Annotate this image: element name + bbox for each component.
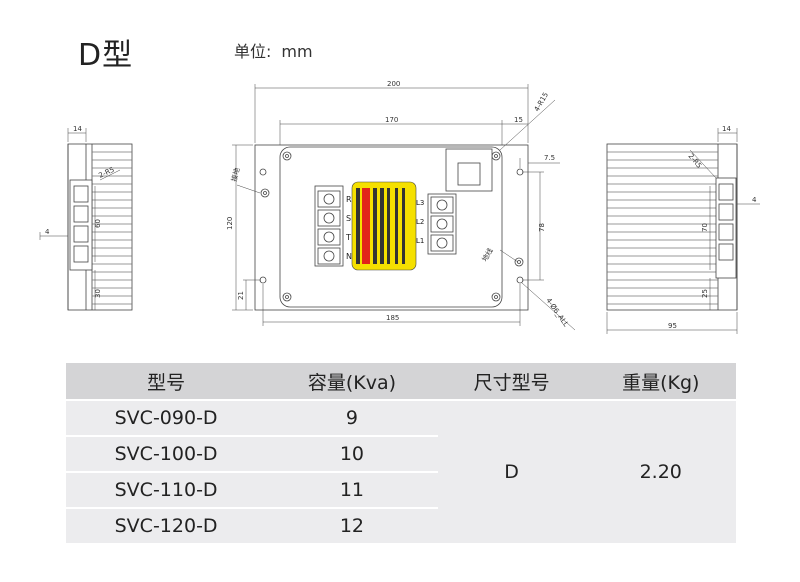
spec-table: 型号 容量(Kva) 尺寸型号 重量(Kg) SVC-090-D 9 D 2.2… xyxy=(66,361,736,545)
ground-label-1: 接地 xyxy=(229,167,241,183)
dim-4-holes: 4-Ø6_ALL xyxy=(544,297,570,329)
cell-model: SVC-120-D xyxy=(66,509,267,543)
dim-200: 200 xyxy=(387,80,400,88)
page-title: D型 xyxy=(78,38,134,73)
cell-capacity: 10 xyxy=(266,437,438,471)
dim-4r15: 4-R15 xyxy=(533,91,550,113)
dim-21: 21 xyxy=(237,291,245,300)
header-weight: 重量(Kg) xyxy=(585,363,736,399)
dim-left-4: 4 xyxy=(45,228,50,236)
dim-left-30: 30 xyxy=(94,289,102,298)
dim-right-14: 14 xyxy=(722,125,731,133)
output-label-l2: L2 xyxy=(416,218,424,226)
cell-capacity: 11 xyxy=(266,473,438,507)
dim-right-25: 25 xyxy=(701,289,709,298)
cell-capacity: 9 xyxy=(266,401,438,435)
dim-15: 15 xyxy=(514,116,523,124)
cell-model: SVC-100-D xyxy=(66,437,267,471)
warning-label xyxy=(351,181,417,271)
cell-model: SVC-110-D xyxy=(66,473,267,507)
terminal-label-s: S xyxy=(346,214,351,223)
table-row: SVC-100-D 10 xyxy=(66,437,736,471)
table-row: SVC-110-D 11 xyxy=(66,473,736,507)
dim-78: 78 xyxy=(538,223,546,232)
right-side-view xyxy=(606,128,760,334)
dim-right-95: 95 xyxy=(668,322,677,330)
header-capacity: 容量(Kva) xyxy=(266,363,438,399)
terminal-label-r: R xyxy=(346,195,352,204)
dim-right-4: 4 xyxy=(752,196,757,204)
header-model: 型号 xyxy=(66,363,267,399)
terminal-label-n: N xyxy=(346,252,352,261)
terminal-label-t: T xyxy=(345,233,351,242)
technical-drawing: R S T N L3 L2 L1 200 170 15 4-R15 7.5 12… xyxy=(39,80,760,334)
cell-capacity: 12 xyxy=(266,509,438,543)
table-row: SVC-120-D 12 xyxy=(66,509,736,543)
unit-value: mm xyxy=(281,42,313,61)
dim-left-60: 60 xyxy=(94,219,102,228)
output-label-l1: L1 xyxy=(416,237,424,245)
dim-185: 185 xyxy=(386,314,399,322)
dim-120: 120 xyxy=(226,217,234,230)
dim-7-5: 7.5 xyxy=(544,154,555,162)
front-view xyxy=(232,84,576,331)
table-row: SVC-090-D 9 D 2.20 xyxy=(66,401,736,543)
cell-model: SVC-090-D xyxy=(66,401,267,435)
unit-note: 单位: mm xyxy=(234,38,313,62)
cell-size-model: D xyxy=(437,401,586,543)
table-header-row: 型号 容量(Kva) 尺寸型号 重量(Kg) xyxy=(66,363,736,399)
dim-170: 170 xyxy=(385,116,398,124)
dim-right-70: 70 xyxy=(701,223,709,232)
unit-label: 单位: xyxy=(234,42,272,61)
left-side-view xyxy=(39,128,133,311)
header-size-model: 尺寸型号 xyxy=(437,363,586,399)
output-label-l3: L3 xyxy=(416,199,424,207)
dim-left-14: 14 xyxy=(73,125,82,133)
cell-weight: 2.20 xyxy=(585,401,736,543)
